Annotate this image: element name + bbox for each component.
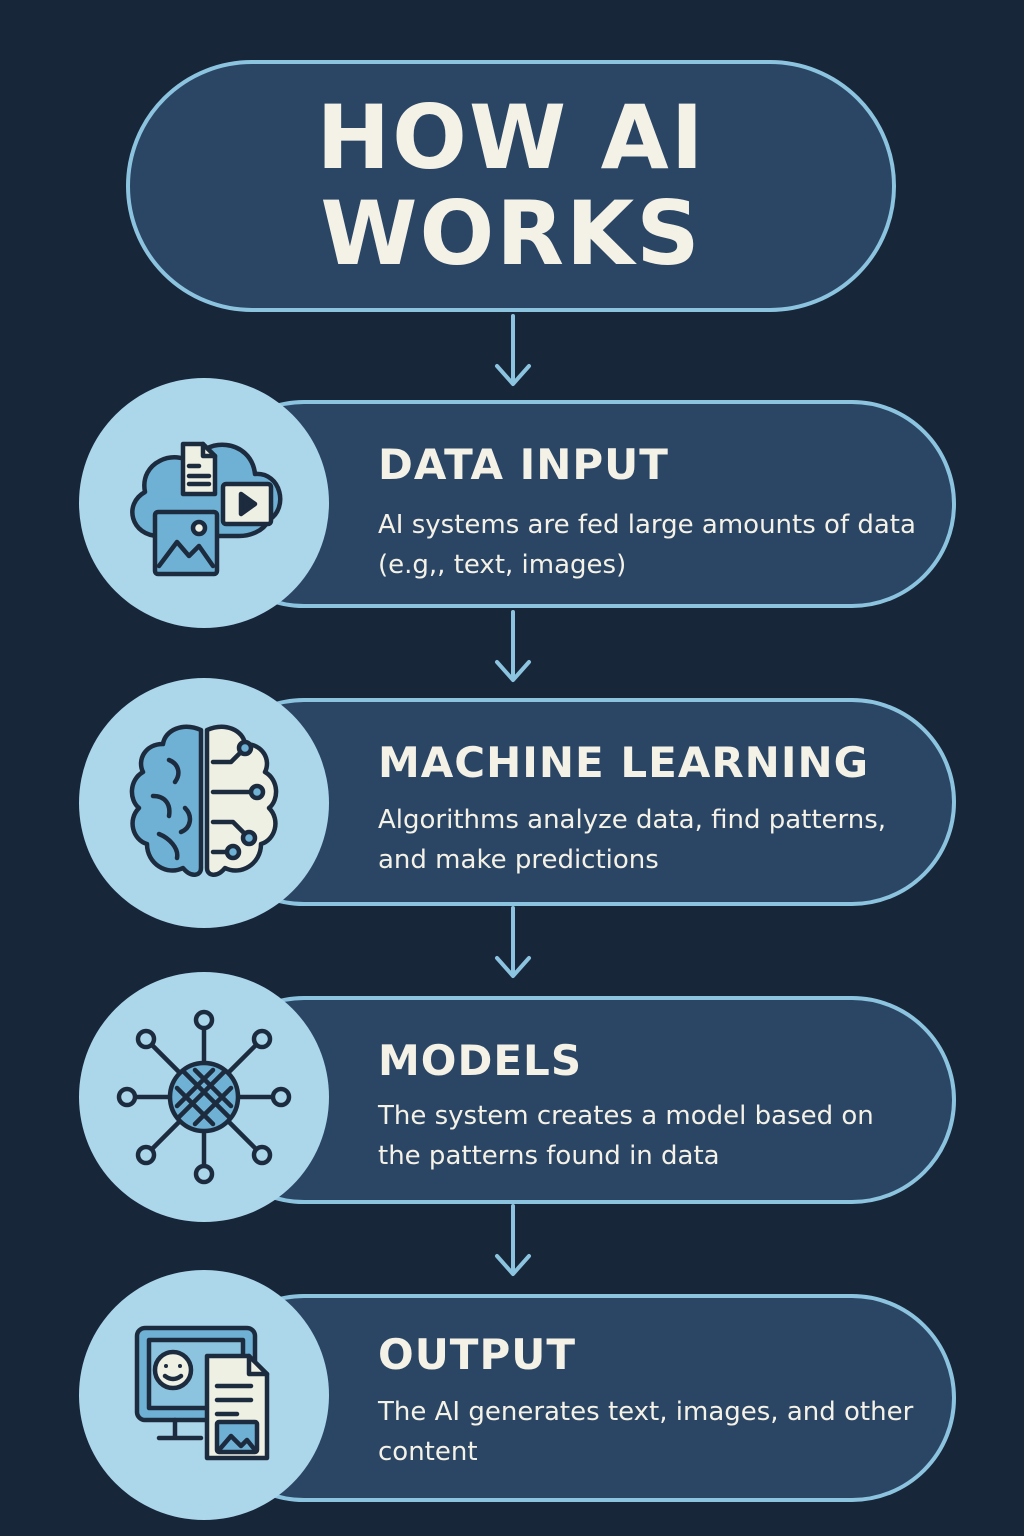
step-title-output: OUTPUT	[378, 1330, 576, 1379]
step-desc-output: The AI generates text, images, and other…	[378, 1397, 914, 1467]
brain-circuit-icon	[129, 724, 279, 877]
step-title-models: MODELS	[378, 1036, 583, 1085]
step-desc-machine-learning: Algorithms analyze data, find patterns, …	[378, 805, 887, 875]
down-arrow-icon	[495, 906, 531, 978]
step-icon-circle	[79, 972, 329, 1222]
title-banner: HOW AI WORKS	[126, 60, 896, 312]
down-arrow-icon	[495, 314, 531, 386]
step-desc-models: The system creates a model based on the …	[378, 1101, 874, 1171]
step-icon-circle	[79, 1270, 329, 1520]
title-line-1: HOW AI	[316, 86, 706, 189]
down-arrow-icon	[495, 1204, 531, 1276]
step-icon-circle	[79, 378, 329, 628]
network-model-icon	[116, 1009, 292, 1185]
down-arrow-icon	[495, 610, 531, 682]
step-title-data-input: DATA INPUT	[378, 440, 669, 489]
title-line-2: WORKS	[320, 182, 702, 285]
cloud-data-icon	[130, 441, 283, 577]
monitor-document-icon	[134, 1325, 270, 1461]
step-desc-data-input: AI systems are fed large amounts of data…	[378, 510, 916, 580]
step-title-machine-learning: MACHINE LEARNING	[378, 738, 870, 787]
step-icon-circle	[79, 678, 329, 928]
